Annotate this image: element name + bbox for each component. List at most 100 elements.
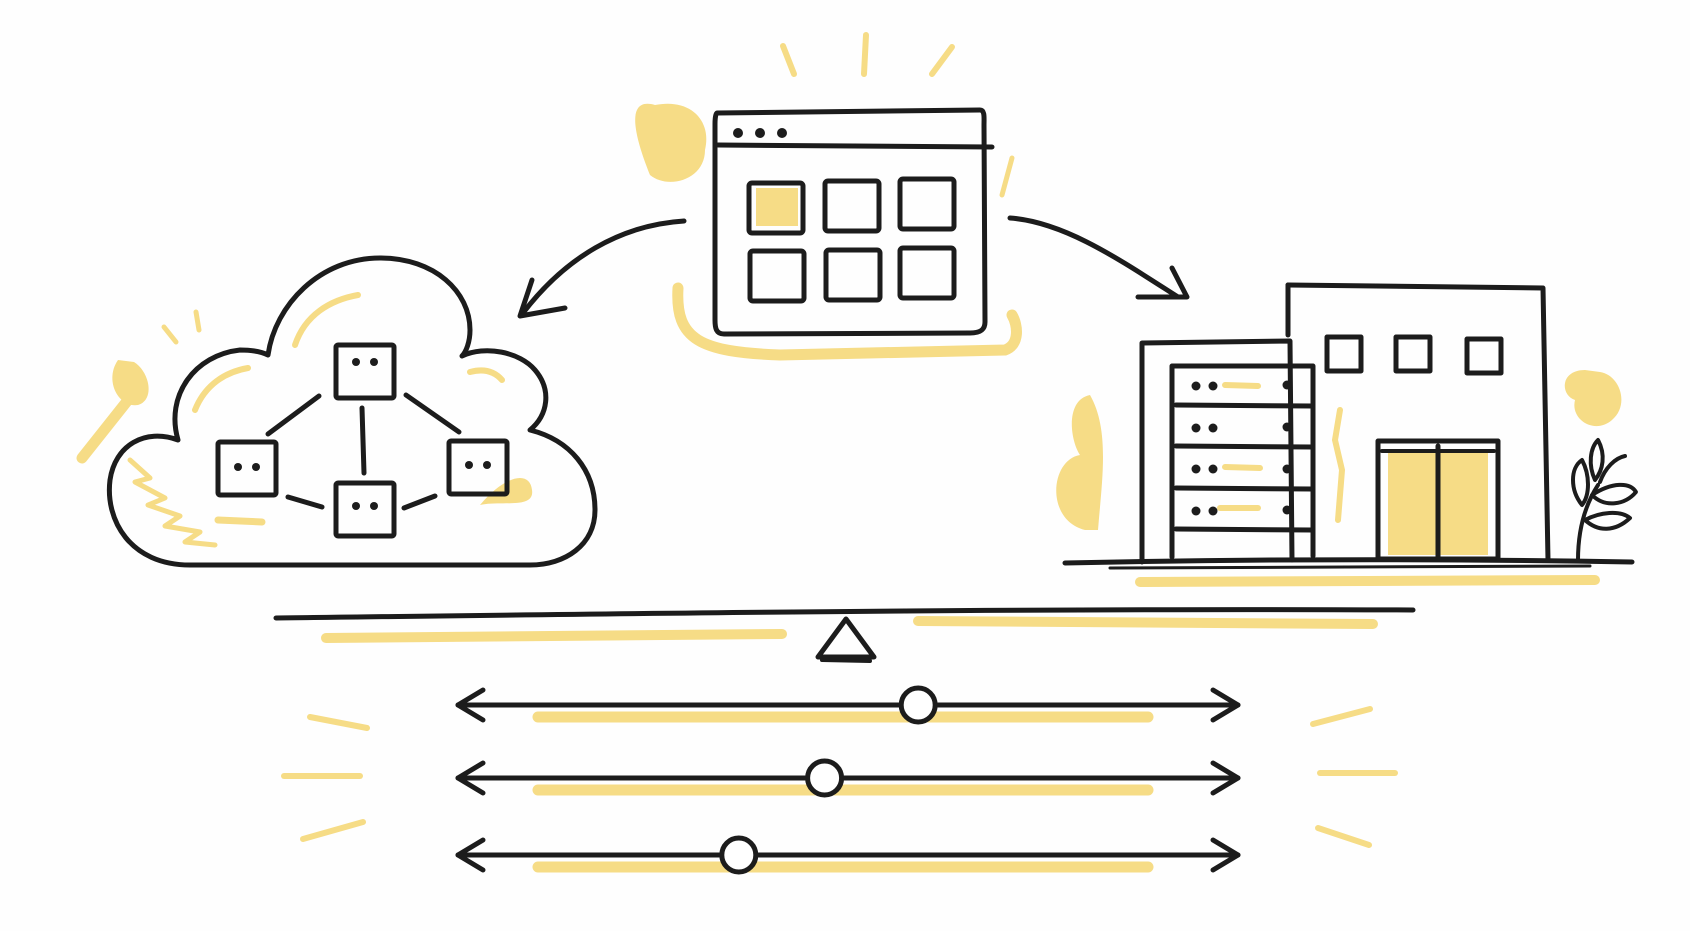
node-dot — [370, 358, 378, 366]
plant-stem — [1576, 483, 1600, 562]
server-led — [1191, 381, 1201, 391]
slider-side-dash — [300, 819, 366, 842]
node-dot — [252, 463, 260, 471]
app-tile — [747, 248, 807, 304]
app-tile-highlight — [756, 188, 798, 226]
building-annex — [1139, 338, 1295, 565]
window-dot — [733, 128, 743, 138]
building-window — [1324, 334, 1364, 374]
cloud-bottom-dash — [214, 516, 266, 526]
arrow-left-icon — [455, 837, 486, 873]
arrow-right-icon — [1210, 687, 1241, 723]
slider-knob[interactable] — [719, 835, 759, 875]
building-main-block — [1285, 282, 1551, 563]
bush-highlight-left — [1056, 395, 1103, 530]
server-highlight — [1222, 464, 1263, 471]
node-dot — [352, 502, 360, 510]
cloud-scribble — [127, 457, 218, 548]
server-rack-frame — [1169, 363, 1316, 560]
server-highlight — [1222, 382, 1261, 389]
server-led — [1208, 506, 1218, 516]
node-dot — [352, 358, 360, 366]
window-side-spark — [999, 155, 1015, 198]
server-rack-slot — [1173, 443, 1315, 450]
key-highlight-blob — [112, 360, 149, 406]
app-window-underline — [672, 282, 1022, 361]
app-tile — [822, 178, 882, 234]
slider-rows — [455, 685, 1241, 875]
server-led — [1282, 380, 1292, 390]
arrow-to-cloud — [517, 218, 687, 319]
network-node — [215, 439, 279, 498]
window-dot — [777, 128, 787, 138]
beam-line — [273, 607, 1416, 621]
server-led — [1208, 423, 1218, 433]
app-tile — [823, 247, 883, 303]
network-link — [401, 493, 438, 511]
plant-leaf — [1598, 454, 1627, 484]
server-led — [1208, 381, 1218, 391]
server-led — [1191, 423, 1201, 433]
server-rack-slot — [1173, 485, 1315, 492]
cloud-network-icon — [76, 255, 598, 568]
network-node — [333, 480, 397, 539]
beam-highlight-left — [321, 629, 787, 643]
slider-side-dash — [1315, 825, 1372, 848]
balance-beam — [273, 607, 1416, 663]
server-led — [1208, 464, 1218, 474]
app-window-titlebar-line — [715, 142, 995, 150]
beam-highlight-right — [913, 616, 1378, 629]
arrow-head — [517, 277, 568, 319]
building-ground-highlight — [1135, 575, 1600, 587]
plant-leaf — [1571, 458, 1590, 507]
bush-highlight-right — [1564, 370, 1622, 427]
node-dot — [234, 463, 242, 471]
building-side-spark — [1332, 407, 1345, 523]
network-link — [265, 393, 322, 437]
server-led — [1191, 506, 1201, 516]
arrow-left-icon — [455, 760, 486, 796]
cloud-spark — [193, 309, 202, 333]
slider-side-dash — [307, 714, 370, 731]
slider-knob[interactable] — [898, 685, 938, 725]
cloud-inner-arc — [192, 365, 251, 413]
cloud-outline — [106, 255, 598, 568]
cloud-spark — [161, 324, 179, 345]
slider-side-dash — [1310, 706, 1373, 727]
app-window-icon — [635, 32, 1022, 361]
plant-leaf — [1590, 482, 1638, 506]
server-led — [1282, 505, 1292, 515]
arrow-curve — [1007, 215, 1181, 300]
app-tile — [897, 245, 957, 301]
app-window-highlight-blob — [635, 103, 707, 182]
sparkle-mid — [861, 32, 869, 77]
fulcrum-base — [820, 658, 872, 663]
cloud-inner-arc — [467, 367, 505, 383]
plant-leaf — [1588, 438, 1605, 482]
arrow-right-icon — [1210, 837, 1241, 873]
key-highlight-stem — [76, 394, 134, 464]
node-dot — [483, 461, 491, 469]
network-node — [446, 438, 510, 497]
server-led — [1282, 464, 1292, 474]
building-icon — [1056, 282, 1638, 587]
app-tile — [897, 176, 957, 232]
app-tile — [746, 180, 806, 236]
plant-icon — [1571, 438, 1638, 562]
slider-knob[interactable] — [805, 758, 845, 798]
building-window — [1464, 336, 1504, 376]
network-link — [403, 392, 462, 435]
server-rack-slot — [1173, 526, 1315, 533]
node-dot — [465, 461, 473, 469]
window-dot — [755, 128, 765, 138]
arrow-left-icon — [455, 687, 486, 723]
arrow-to-building — [1007, 215, 1190, 300]
server-led — [1282, 422, 1292, 432]
sparkle-left — [780, 43, 797, 77]
network-link — [285, 494, 325, 510]
fulcrum-icon — [815, 616, 877, 660]
node-dot — [370, 502, 378, 510]
arrow-head — [1135, 265, 1190, 300]
